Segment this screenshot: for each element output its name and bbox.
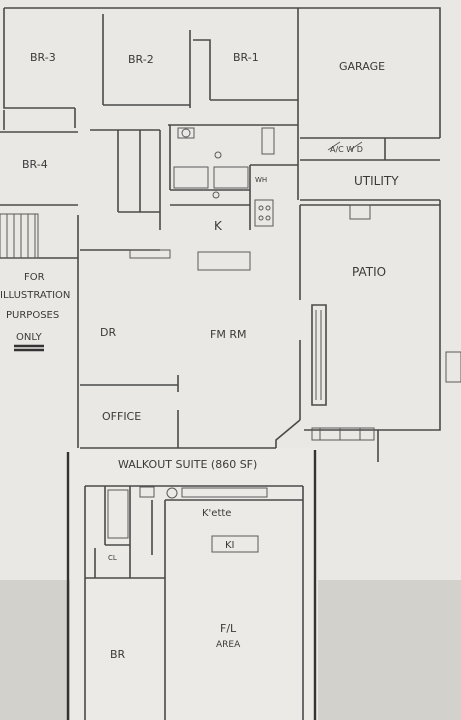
suite-title: WALKOUT SUITE (860 SF) xyxy=(118,458,257,471)
fixture-label-ac-w-d: A/C W D xyxy=(330,145,363,154)
room-label-br3: BR-3 xyxy=(30,51,56,64)
fixture-label-closet: CL xyxy=(108,554,117,562)
room-label-br4: BR-4 xyxy=(22,158,48,171)
room-label-fl-area-2: AREA xyxy=(216,640,241,650)
room-label-br1: BR-1 xyxy=(233,51,259,64)
suite-walls xyxy=(66,450,317,720)
fixture-label-wh: WH xyxy=(255,176,267,184)
room-label-kitchen: K xyxy=(214,219,223,233)
room-label-utility: UTILITY xyxy=(354,174,399,188)
note-line-3: PURPOSES xyxy=(6,310,59,321)
note-line-2: ILLUSTRATION xyxy=(0,290,70,301)
room-label-garage: GARAGE xyxy=(339,60,385,73)
room-label-kette: K'ette xyxy=(202,508,231,519)
room-label-br: BR xyxy=(110,648,126,661)
room-label-fmrm: FM RM xyxy=(210,328,246,341)
fixture-label-kitchen-island: KI xyxy=(225,540,235,551)
room-label-fl-area-1: F/L xyxy=(220,622,237,635)
utility-fixtures xyxy=(327,141,371,220)
note-line-4: ONLY xyxy=(16,332,43,343)
room-label-office: OFFICE xyxy=(102,410,141,423)
room-label-br2: BR-2 xyxy=(128,53,154,66)
kitchen-fixtures xyxy=(129,199,274,271)
room-label-dr: DR xyxy=(100,326,116,339)
paper-suite xyxy=(70,448,318,720)
patio-steps xyxy=(311,351,461,441)
suite-fixtures xyxy=(107,486,268,553)
note-line-1: FOR xyxy=(24,272,45,283)
stairs xyxy=(0,213,39,259)
room-label-patio: PATIO xyxy=(352,265,386,279)
bath-fixtures xyxy=(173,127,275,199)
